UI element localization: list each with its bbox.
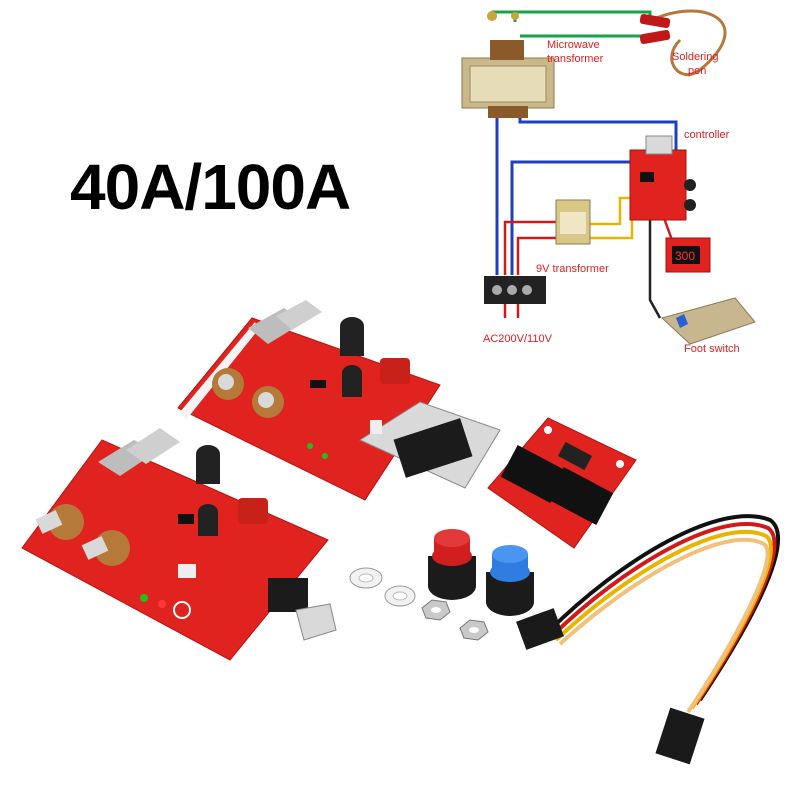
wiring-diagram: Microwave transformer Soldering pen cont… — [461, 9, 756, 355]
label-microwave-transformer-2: transformer — [547, 53, 604, 65]
knob-blue — [486, 545, 534, 616]
label-microwave-transformer-1: Microwave — [547, 39, 600, 51]
label-soldering-pen-2: pen — [688, 65, 706, 77]
microwave-transformer-image — [461, 11, 555, 118]
foot-switch-image — [661, 297, 756, 345]
label-controller: controller — [684, 129, 730, 141]
display-board — [487, 417, 637, 549]
knob-red — [428, 529, 476, 600]
controller-board-front — [21, 428, 337, 661]
label-power: AC200V/110V — [483, 333, 553, 345]
soldering-pen-image — [639, 9, 727, 77]
terminal-block-image — [484, 276, 546, 318]
controller-board-back — [177, 300, 501, 501]
nine-v-transformer-image — [555, 199, 591, 245]
label-soldering-pen-1: Soldering — [672, 51, 718, 63]
connector-cable — [516, 514, 781, 765]
headline-text: 40A/100A — [70, 151, 351, 223]
controller-image — [629, 135, 696, 221]
display-readout: 300 — [675, 249, 695, 263]
label-nine-v-transformer: 9V transformer — [536, 263, 609, 275]
display-module-image: 300 — [665, 237, 711, 273]
label-foot-switch: Foot switch — [684, 343, 740, 355]
washers-and-nuts — [349, 567, 489, 641]
